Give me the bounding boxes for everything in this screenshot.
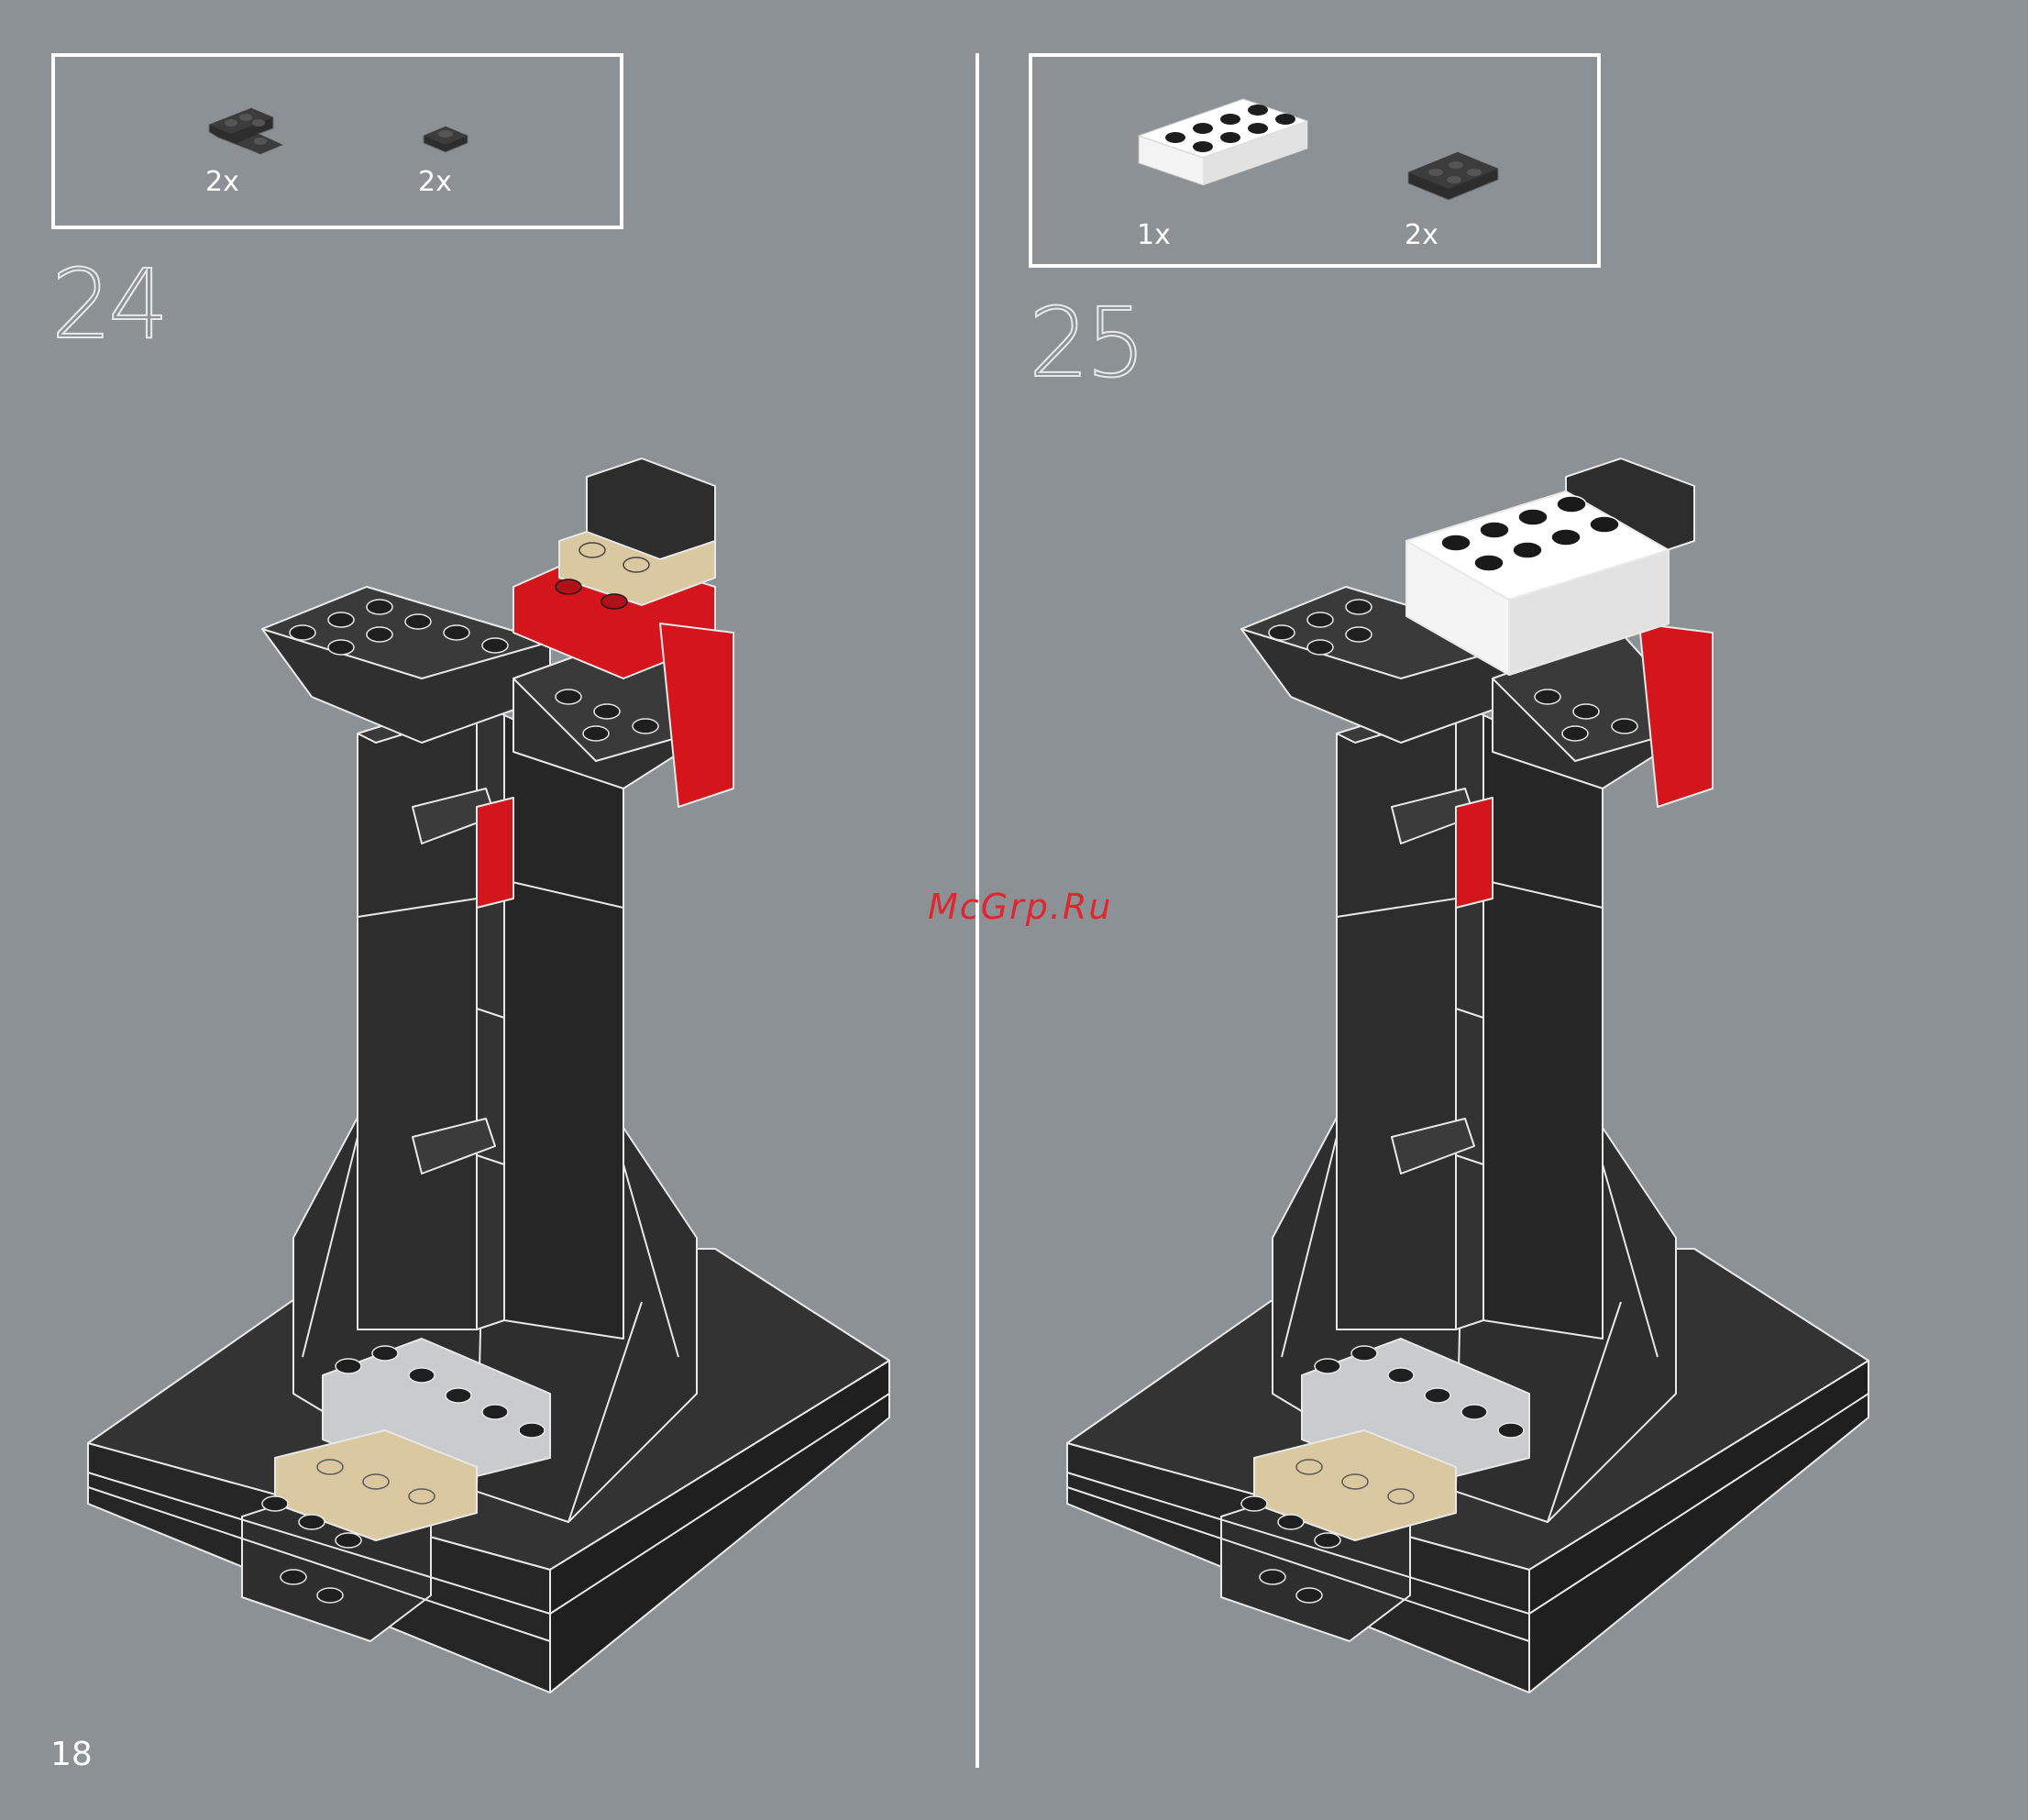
step-24-model-illustration	[0, 0, 975, 1820]
step-25-model-illustration	[979, 0, 2028, 1820]
watermark: McGrp.Ru	[928, 889, 1112, 924]
page-number: 18	[50, 1738, 93, 1771]
